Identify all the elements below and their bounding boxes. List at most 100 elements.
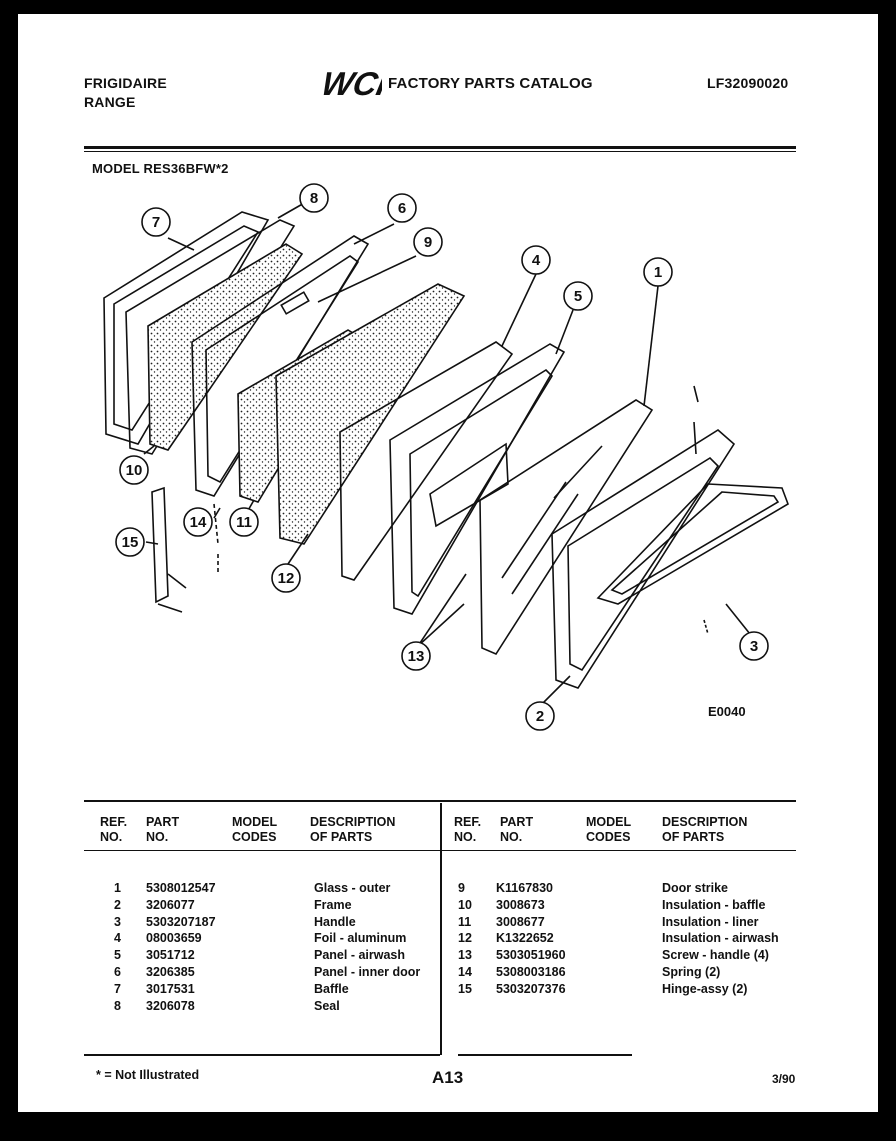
part-number-cell: K1167830: [496, 881, 554, 895]
ref-cell: 13: [458, 948, 472, 963]
ref-cell: 4: [114, 931, 121, 946]
not-illustrated-note: * = Not Illustrated: [96, 1068, 200, 1082]
table-top-rule: [84, 800, 796, 802]
header-part: PART: [500, 815, 534, 829]
page-number: A13: [432, 1068, 464, 1087]
description-cell: Panel - inner door: [314, 965, 421, 979]
description-cell: Screw - handle (4): [662, 948, 769, 963]
description-cell: Foil - aluminum: [314, 931, 407, 946]
description-cell: Handle: [314, 914, 356, 929]
ref-cell: 9: [458, 881, 465, 895]
description-cell: Hinge-assy (2): [662, 981, 748, 996]
part-panel-airwash: [389, 343, 566, 615]
description-cell: Baffle: [314, 981, 349, 996]
figure-code: E0040: [708, 704, 746, 719]
table-bottom-rule-right: [458, 1054, 632, 1056]
header-model: MODEL: [586, 815, 632, 829]
header-part: PART: [146, 815, 180, 829]
part-number-cell: 3017531: [146, 981, 195, 996]
callout-14: 14: [190, 514, 207, 531]
part-glass-outer: [479, 399, 654, 656]
callout-7: 7: [152, 214, 160, 231]
callout-10: 10: [126, 462, 143, 479]
table-header-rule: [84, 850, 796, 851]
callout-4: 4: [532, 252, 541, 269]
model-number: MODEL RES36BFW*2: [92, 161, 229, 176]
wci-logo-mark: WCI: [318, 66, 391, 103]
header-ref: REF.: [454, 815, 482, 829]
callout-12: 12: [278, 570, 295, 587]
callout-5: 5: [574, 288, 582, 305]
part-number-cell: K1322652: [496, 931, 554, 946]
part-number-cell: 3008677: [496, 914, 545, 929]
description-cell: Seal: [314, 998, 340, 1013]
header-model: MODEL: [232, 815, 278, 829]
header-rule-thin: [84, 151, 796, 152]
ref-cell: 1: [114, 881, 121, 895]
description-cell: Frame: [314, 897, 352, 912]
description-cell: Spring (2): [662, 965, 721, 979]
ref-cell: 6: [114, 965, 121, 979]
header-part-2: NO.: [146, 830, 169, 844]
ref-cell: 8: [114, 998, 121, 1013]
ref-cell: 5: [114, 948, 121, 963]
catalog-page: FRIGIDAIRE RANGE WCI FACTORY PARTS CATAL…: [18, 14, 878, 1112]
exploded-door-diagram: 1 2 3 4 5 6 7 8 9 10 11 12 13 14 15 E004…: [103, 183, 789, 731]
part-number-cell: 5308003186: [496, 965, 566, 979]
ref-cell: 2: [114, 897, 121, 912]
ref-cell: 3: [114, 914, 121, 929]
header-desc-2: OF PARTS: [662, 830, 725, 844]
svg-text:WCI: WCI: [320, 66, 382, 98]
part-number-cell: 5303207187: [146, 914, 216, 929]
description-cell: Insulation - airwash: [662, 931, 779, 946]
callout-15: 15: [122, 534, 139, 551]
callout-9: 9: [424, 234, 432, 251]
part-number-cell: 3206078: [146, 998, 195, 1013]
callout-13: 13: [408, 648, 425, 665]
header-desc: DESCRIPTION: [310, 815, 396, 829]
ref-cell: 10: [458, 897, 472, 912]
part-number-cell: 3008673: [496, 897, 545, 912]
part-hinge: [151, 486, 169, 604]
wci-logo: WCI: [318, 66, 391, 103]
part-frame: [551, 429, 736, 689]
header-desc: DESCRIPTION: [662, 815, 748, 829]
header-ref: REF.: [100, 815, 128, 829]
part-number-cell: 08003659: [146, 931, 202, 946]
product-type: RANGE: [84, 94, 136, 110]
brand-name: FRIGIDAIRE: [84, 75, 167, 91]
callout-2: 2: [536, 708, 544, 725]
callout-11: 11: [236, 514, 252, 531]
header-part-2: NO.: [500, 830, 523, 844]
table-bottom-rule-left: [84, 1054, 440, 1056]
part-number-cell: 5303207376: [496, 981, 566, 996]
ref-cell: 12: [458, 931, 472, 946]
description-cell: Insulation - liner: [662, 914, 759, 929]
part-number-cell: 3206077: [146, 897, 195, 912]
callout-1: 1: [654, 264, 662, 281]
part-number-cell: 3051712: [146, 948, 195, 963]
header-ref-2: NO.: [454, 830, 477, 844]
revision-date: 3/90: [772, 1072, 796, 1086]
part-foil-aluminum: [339, 341, 514, 581]
header-desc-2: OF PARTS: [310, 830, 373, 844]
ref-cell: 11: [458, 914, 472, 929]
part-number-cell: 3206385: [146, 965, 195, 979]
part-handle: [596, 483, 789, 605]
header-rule: [84, 146, 796, 149]
description-cell: Door strike: [662, 881, 728, 895]
description-cell: Panel - airwash: [314, 948, 406, 963]
header-model-2: CODES: [232, 830, 277, 844]
catalog-number: LF32090020: [707, 75, 789, 91]
callout-6: 6: [398, 200, 406, 217]
catalog-title: FACTORY PARTS CATALOG: [388, 75, 593, 92]
table-divider: [440, 803, 442, 1055]
description-cell: Insulation - baffle: [662, 897, 766, 912]
callout-3: 3: [750, 638, 758, 655]
callout-8: 8: [310, 190, 318, 207]
header-model-2: CODES: [586, 830, 631, 844]
ref-cell: 14: [458, 965, 472, 979]
header-ref-2: NO.: [100, 830, 123, 844]
part-screw: [693, 385, 699, 455]
part-number-cell: 5303051960: [496, 948, 566, 963]
